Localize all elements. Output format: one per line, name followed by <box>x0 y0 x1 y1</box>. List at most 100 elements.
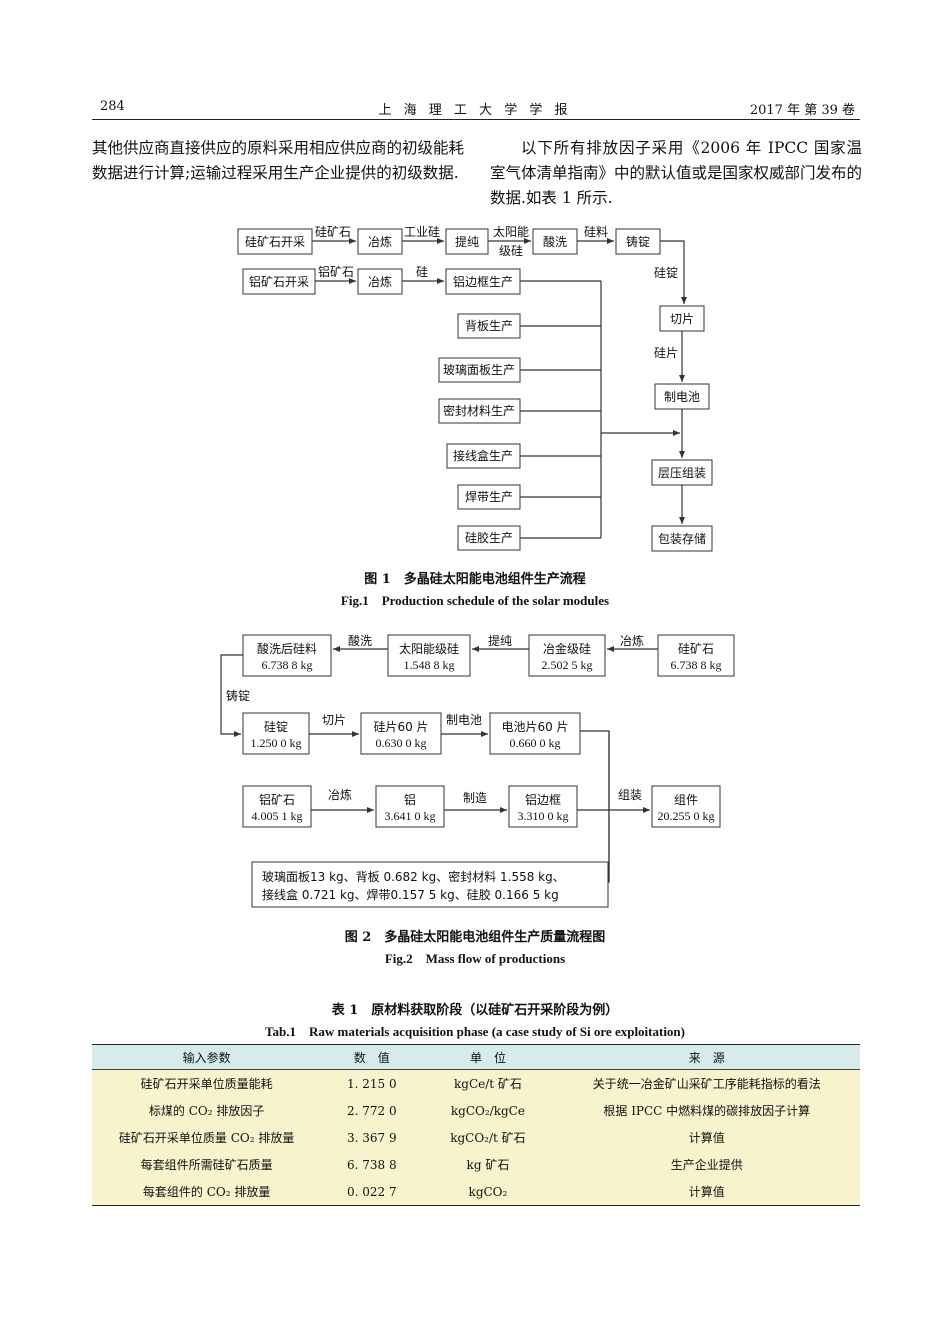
node-al-frame-mass-value: 3.310 0 kg <box>518 809 569 823</box>
table-1-caption-cn: 表 1 原材料获取阶段（以硅矿石开采阶段为例） <box>331 1003 619 1018</box>
table-cell: kgCO₂/kgCe <box>422 1097 554 1124</box>
node-al-frame-label: 铝边框生产 <box>453 274 513 289</box>
table-cell: kgCO₂/t 矿石 <box>422 1124 554 1151</box>
table-cell: 1. 215 0 <box>321 1069 423 1097</box>
figure-2-caption-cn: 图 2 多晶硅太阳能电池组件生产质量流程图 <box>344 930 606 945</box>
journal-title: 上 海 理 工 大 学 学 报 <box>378 103 572 118</box>
node-washed-si-label: 酸洗后硅料 <box>257 641 317 656</box>
node-ribbon-label: 焊带生产 <box>465 489 513 504</box>
node-sealant-label: 密封材料生产 <box>443 403 515 418</box>
node-washed-si <box>242 634 332 677</box>
edge-label-solar-si-2: 级硅 <box>499 244 523 258</box>
edge-label-smelt-1: 冶炼 <box>620 633 644 648</box>
node-ingot-label: 硅锭 <box>264 720 288 734</box>
table-cell: 每套组件所需硅矿石质量 <box>92 1151 322 1178</box>
node-wafer <box>360 712 442 755</box>
node-acid-wash-label: 酸洗 <box>543 234 567 249</box>
column-header-param: 输入参数 <box>92 1044 322 1070</box>
node-silicone-label: 硅胶生产 <box>465 530 513 545</box>
table-row: 每套组件所需硅矿石质量 6. 738 8 kg 矿石 生产企业提供 <box>92 1151 860 1178</box>
edge-label-acid-wash: 酸洗 <box>348 633 372 648</box>
edge-label-assembly: 组装 <box>618 788 642 802</box>
table-cell: 3. 367 9 <box>321 1124 423 1151</box>
node-materials <box>251 861 609 908</box>
node-ingot-mass: 1.250 0 kg <box>251 736 302 750</box>
table-cell: 计算值 <box>553 1178 860 1206</box>
node-met-si-mass: 2.502 5 kg <box>542 658 593 672</box>
node-backsheet <box>457 313 521 339</box>
table-1-caption-en: Tab.1 Raw materials acquisition phase (a… <box>265 1024 685 1039</box>
figure-1-caption-en: Fig.1 Production schedule of the solar m… <box>340 593 610 608</box>
table-cell: 硅矿石开采单位质量 CO₂ 排放量 <box>92 1124 322 1151</box>
node-smelt-2-label: 冶炼 <box>368 274 392 289</box>
node-solar-si-label: 太阳能级硅 <box>399 641 459 656</box>
node-glass-panel-label: 玻璃面板生产 <box>443 363 515 377</box>
node-slicing-label: 切片 <box>670 312 694 326</box>
node-lamination <box>651 459 713 486</box>
table-1: 输入参数 数 值 单 位 来 源 硅矿石开采单位质量能耗 1. 215 0 kg… <box>92 1044 860 1206</box>
figure-2: 酸洗后硅料 6.738 8 kg 太阳能级硅 1.548 8 kg 冶金级硅 2… <box>0 625 950 915</box>
header-rule <box>92 119 860 120</box>
node-slicing <box>659 305 705 332</box>
node-al-mass: 3.641 0 kg <box>385 809 436 823</box>
page-number: 284 <box>100 99 125 114</box>
node-glass-panel <box>438 357 521 383</box>
node-al-ore <box>242 785 312 828</box>
node-al <box>375 785 445 828</box>
node-smelt-1-label: 冶炼 <box>368 234 392 249</box>
node-junction-box <box>446 443 521 469</box>
edge-label-si-ore: 硅矿石 <box>315 225 351 239</box>
table-cell: kgCO₂ <box>422 1178 554 1206</box>
node-al-ore-mining <box>242 268 316 295</box>
table-cell: 根据 IPCC 中燃料煤的碳排放因子计算 <box>553 1097 860 1124</box>
figure-2-caption-en: Fig.2 Mass flow of productions <box>384 951 566 966</box>
edge-label-slicing: 切片 <box>322 713 346 727</box>
table-cell: 0. 022 7 <box>321 1178 423 1206</box>
node-materials-line-1: 玻璃面板13 kg、背板 0.682 kg、密封材料 1.558 kg、 <box>262 869 565 884</box>
body-paragraph-right: 以下所有排放因子采用《2006 年 IPCC 国家温室气体清单指南》中的默认值或… <box>490 139 863 207</box>
node-si-ore-label: 硅矿石 <box>678 642 714 656</box>
node-junction-box-label: 接线盒生产 <box>453 448 513 463</box>
table-header-row: 输入参数 数 值 单 位 来 源 <box>92 1044 860 1070</box>
node-purify <box>445 228 489 255</box>
column-header-source: 来 源 <box>553 1044 860 1070</box>
node-wafer-mass: 0.630 0 kg <box>376 736 427 750</box>
node-al-ore-label: 铝矿石 <box>259 792 295 807</box>
edge-label-manufacture: 制造 <box>463 791 487 805</box>
node-lamination-label: 层压组装 <box>658 466 706 480</box>
edge-label-si: 硅 <box>416 265 428 279</box>
node-al-frame-label: 铝边框 <box>525 792 561 807</box>
node-ingot-cast-label: 铸锭 <box>626 234 650 249</box>
node-packaging-label: 包装存储 <box>658 531 706 546</box>
node-module-mass: 20.255 0 kg <box>658 809 715 823</box>
edge-label-purify: 提纯 <box>488 633 512 648</box>
node-backsheet-label: 背板生产 <box>465 319 513 333</box>
table-row: 硅矿石开采单位质量能耗 1. 215 0 kgCe/t 矿石 关于统一冶金矿山采… <box>92 1069 860 1097</box>
table-cell: 6. 738 8 <box>321 1151 423 1178</box>
figure-1: 硅矿石开采 冶炼 提纯 酸洗 铸锭 硅矿石 工业硅 太阳能 级硅 硅料 硅锭 切… <box>0 220 950 560</box>
table-row: 每套组件的 CO₂ 排放量 0. 022 7 kgCO₂ 计算值 <box>92 1178 860 1206</box>
edge-label-si-ingot: 硅锭 <box>654 266 678 280</box>
node-cell-mass: 0.660 0 kg <box>510 736 561 750</box>
table-cell: 计算值 <box>553 1124 860 1151</box>
node-ingot-cast <box>615 228 661 255</box>
table-cell: 关于统一冶金矿山采矿工序能耗指标的看法 <box>553 1069 860 1097</box>
figure-1-flowchart: 硅矿石开采 冶炼 提纯 酸洗 铸锭 硅矿石 工业硅 太阳能 级硅 硅料 硅锭 切… <box>237 224 713 552</box>
table-cell: 硅矿石开采单位质量能耗 <box>92 1069 322 1097</box>
table-cell: 2. 772 0 <box>321 1097 423 1124</box>
table-row: 硅矿石开采单位质量 CO₂ 排放量 3. 367 9 kgCO₂/t 矿石 计算… <box>92 1124 860 1151</box>
edge-label-industrial-si: 工业硅 <box>404 225 440 239</box>
edge-label-cell-making: 制电池 <box>446 713 482 727</box>
node-si-ore-mass: 6.738 8 kg <box>671 658 722 672</box>
table-cell: kgCe/t 矿石 <box>422 1069 554 1097</box>
node-materials-line-2: 接线盒 0.721 kg、焊带0.157 5 kg、硅胶 0.166 5 kg <box>262 887 559 902</box>
node-cell-label: 电池片60 片 <box>501 720 568 734</box>
body-paragraph-left: 其他供应商直接供应的原料采用相应供应商的初级能耗数据进行计算;运输过程采用生产企… <box>92 139 465 182</box>
node-sealant <box>438 398 521 424</box>
node-si-ore-mining-label: 硅矿石开采 <box>245 235 305 249</box>
table-cell: kg 矿石 <box>422 1151 554 1178</box>
node-al-ore-mining-label: 铝矿石开采 <box>249 274 309 289</box>
node-ribbon <box>457 484 521 510</box>
volume-info: 2017 年 第 39 卷 <box>749 103 855 118</box>
node-solar-si-mass: 1.548 8 kg <box>404 658 455 672</box>
